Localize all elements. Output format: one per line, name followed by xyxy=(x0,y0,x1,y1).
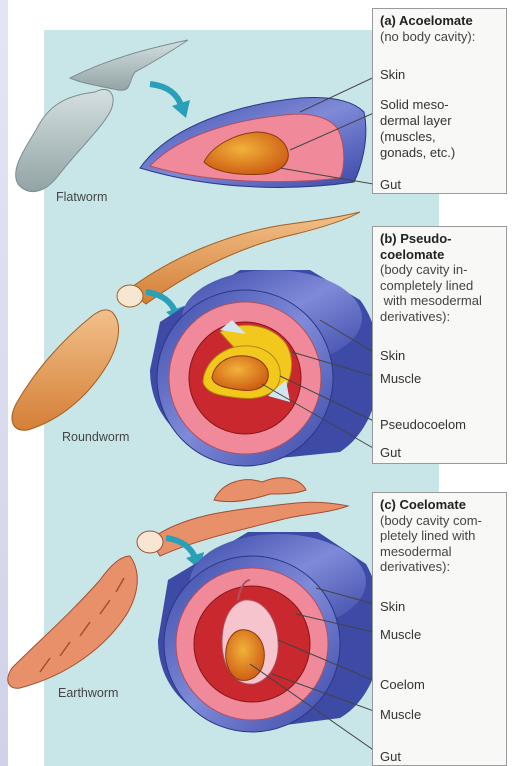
coelomate-description-line2: pletely lined with xyxy=(380,528,501,544)
pseudocoelomate-description-line2: completely lined xyxy=(380,278,501,294)
acoelomate-mesoderm-label-line3: (muscles, xyxy=(380,129,436,145)
pseudocoelomate-gut-label: Gut xyxy=(380,445,401,461)
coelomate-description-line4: derivatives): xyxy=(380,559,501,575)
acoelomate-mesoderm-label-line1: Solid meso- xyxy=(380,97,449,113)
acoelomate-description: (no body cavity): xyxy=(380,29,501,45)
pseudocoelomate-heading-line1: (b) Pseudo- xyxy=(380,231,501,247)
acoelomate-gut-label: Gut xyxy=(380,177,401,193)
coelomate-skin-label: Skin xyxy=(380,599,405,615)
earthworm-label: Earthworm xyxy=(58,686,118,700)
acoelomate-heading: (a) Acoelomate xyxy=(380,13,501,29)
pseudocoelomate-description-line3: with mesodermal xyxy=(380,293,501,309)
coelomate-heading: (c) Coelomate xyxy=(380,497,501,513)
acoelomate-label-box: (a) Acoelomate (no body cavity): Skin So… xyxy=(372,8,507,194)
pseudocoelomate-label-box: (b) Pseudo- coelomate (body cavity in- c… xyxy=(372,226,507,464)
coelomate-gut-label: Gut xyxy=(380,749,401,765)
pseudocoelomate-skin-label: Skin xyxy=(380,348,405,364)
pseudocoelomate-description-line1: (body cavity in- xyxy=(380,262,501,278)
acoelomate-cross-section xyxy=(140,98,366,188)
acoelomate-mesoderm-label-line4: gonads, etc.) xyxy=(380,145,455,161)
pseudocoelomate-heading-line2: coelomate xyxy=(380,247,501,263)
acoelomate-skin-label: Skin xyxy=(380,67,405,83)
coelomate-coelom-label: Coelom xyxy=(380,677,425,693)
coelomate-muscle-inner-label: Muscle xyxy=(380,707,421,723)
pseudocoelomate-description-line4: derivatives): xyxy=(380,309,501,325)
coelomate-description-line1: (body cavity com- xyxy=(380,513,501,529)
roundworm-label: Roundworm xyxy=(62,430,129,444)
pseudocoelomate-muscle-label: Muscle xyxy=(380,371,421,387)
acoelomate-mesoderm-label-line2: dermal layer xyxy=(380,113,452,129)
coelomate-muscle-outer-label: Muscle xyxy=(380,627,421,643)
coelomate-label-box: (c) Coelomate (body cavity com- pletely … xyxy=(372,492,507,766)
flatworm-label: Flatworm xyxy=(56,190,107,204)
pseudocoelomate-pseudocoelom-label: Pseudocoelom xyxy=(380,417,466,433)
coelomate-description-line3: mesodermal xyxy=(380,544,501,560)
